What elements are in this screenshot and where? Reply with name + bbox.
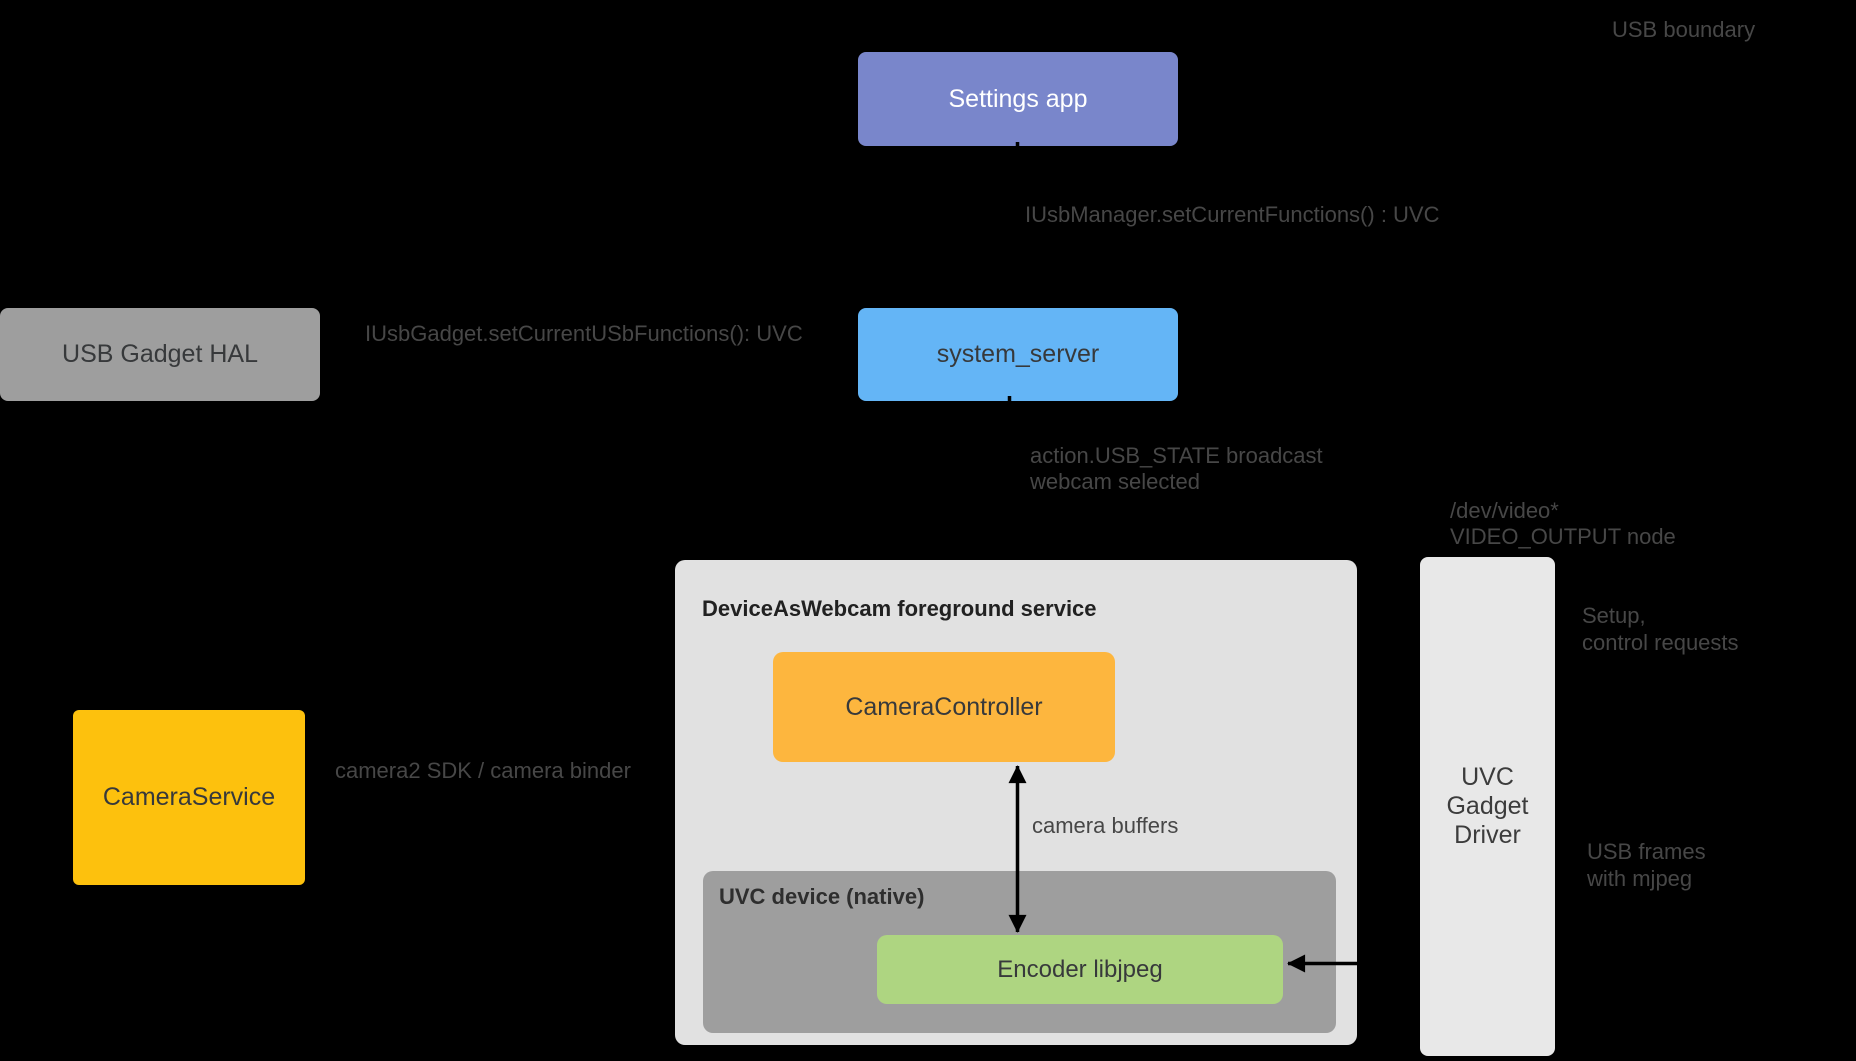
annotation-camera-buffers: camera buffers: [1032, 813, 1179, 838]
camera-controller-label: CameraController: [845, 692, 1043, 721]
system-server-label: system_server: [936, 340, 1100, 368]
uvc-gadget-driver-label: UVC Gadget Driver: [1446, 763, 1529, 849]
settings-app-label: Settings app: [948, 84, 1088, 113]
annotation-dev-video-node: /dev/video* VIDEO_OUTPUT node: [1450, 498, 1676, 549]
usb-gadget-hal-label: USB Gadget HAL: [62, 340, 258, 368]
annotation-iusbgadget-call: IUsbGadget.setCurrentUSbFunctions(): UVC: [365, 321, 803, 346]
node-system-server: system_server: [858, 308, 1178, 401]
annotation-usb-boundary: USB boundary: [1612, 17, 1756, 42]
uvc-device-native-title: UVC device (native): [719, 884, 925, 909]
deviceaswebcam-service-title: DeviceAsWebcam foreground service: [702, 596, 1097, 621]
encoder-libjpeg-label: Encoder libjpeg: [997, 955, 1163, 983]
node-settings-app: Settings app: [858, 52, 1178, 146]
annotation-usb-state-broadcast: action.USB_STATE broadcast webcam select…: [1030, 443, 1323, 494]
annotation-setup-control-requests: Setup, control requests: [1582, 603, 1739, 655]
annotation-iusbmanager-call: IUsbManager.setCurrentFunctions() : UVC: [1025, 202, 1440, 227]
annotation-camera2-sdk: camera2 SDK / camera binder: [335, 758, 631, 783]
camera-service-label: CameraService: [102, 783, 276, 811]
annotation-usb-frames-mjpeg: USB frames with mjpeg: [1587, 839, 1706, 891]
node-uvc-gadget-driver: UVC Gadget Driver: [1420, 557, 1555, 1056]
node-usb-gadget-hal: USB Gadget HAL: [0, 308, 320, 401]
node-camera-service: CameraService: [73, 710, 305, 885]
node-encoder-libjpeg: Encoder libjpeg: [877, 935, 1283, 1004]
node-camera-controller: CameraController: [773, 652, 1115, 762]
